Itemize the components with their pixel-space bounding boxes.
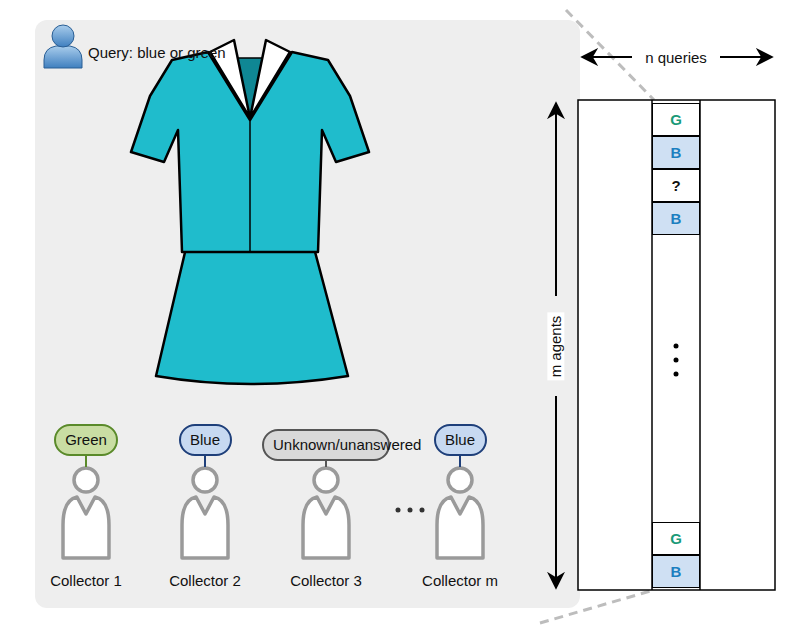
collector-label: Collector 1: [50, 572, 122, 589]
ellipsis-dot: [674, 372, 679, 377]
node-text: B: [671, 563, 682, 580]
node-text: Blue: [190, 431, 221, 449]
query-user-icon: [44, 25, 82, 68]
collector-head: [193, 468, 217, 492]
node-text: Blue: [445, 431, 476, 449]
matrix-cell: B: [652, 202, 700, 235]
axis-label: n queries: [642, 49, 710, 66]
collector-label: Collector 3: [290, 572, 362, 589]
matrix-cell: ?: [652, 169, 700, 202]
axis-label: m agents: [547, 312, 564, 380]
matrix-cell: G: [652, 522, 700, 555]
ellipsis-dot: [674, 344, 679, 349]
answer-bubble: Blue: [434, 424, 487, 456]
node-text: B: [671, 144, 682, 161]
answer-bubble: Blue: [179, 424, 232, 456]
answer-bubble: Unknown/unanswered: [262, 429, 390, 461]
node-text: B: [671, 210, 682, 227]
node-text: ?: [671, 177, 680, 194]
answer-bubble: Green: [54, 424, 118, 456]
dimension-arrow: [582, 56, 632, 58]
collector-body: [437, 497, 483, 558]
panel: [35, 20, 580, 608]
node-text: G: [670, 530, 682, 547]
node-text: Green: [65, 431, 107, 449]
leader-line: [85, 456, 87, 467]
node-text: Unknown/unanswered: [273, 436, 379, 454]
leader-line: [204, 456, 206, 467]
ellipsis-dot: [408, 508, 413, 513]
collector-head: [74, 468, 98, 492]
leader-line: [325, 461, 327, 467]
ellipsis-dot: [396, 508, 401, 513]
matrix-cell: G: [652, 103, 700, 136]
matrix-cell: B: [652, 136, 700, 169]
collector-body: [182, 497, 228, 558]
matrix-cell: B: [652, 555, 700, 588]
ellipsis-dot: [420, 508, 425, 513]
leader-line: [459, 456, 461, 467]
zoom-line: [566, 10, 654, 100]
collector-head: [448, 468, 472, 492]
dimension-arrow: [555, 396, 557, 588]
dress-illustration: [131, 40, 369, 384]
collector-label: Collector 2: [169, 572, 241, 589]
dimension-arrow: [555, 103, 557, 296]
collector-label: Collector m: [422, 572, 498, 589]
collector-head: [314, 468, 338, 492]
matrix: [578, 100, 775, 590]
collector-body: [303, 497, 349, 558]
ellipsis-dot: [674, 358, 679, 363]
zoom-line: [540, 590, 654, 623]
collector-body: [63, 497, 109, 558]
collector-icons: [63, 468, 483, 558]
node-text: G: [670, 111, 682, 128]
query-text: Query: blue or green: [88, 44, 226, 61]
dimension-arrow: [720, 56, 772, 58]
